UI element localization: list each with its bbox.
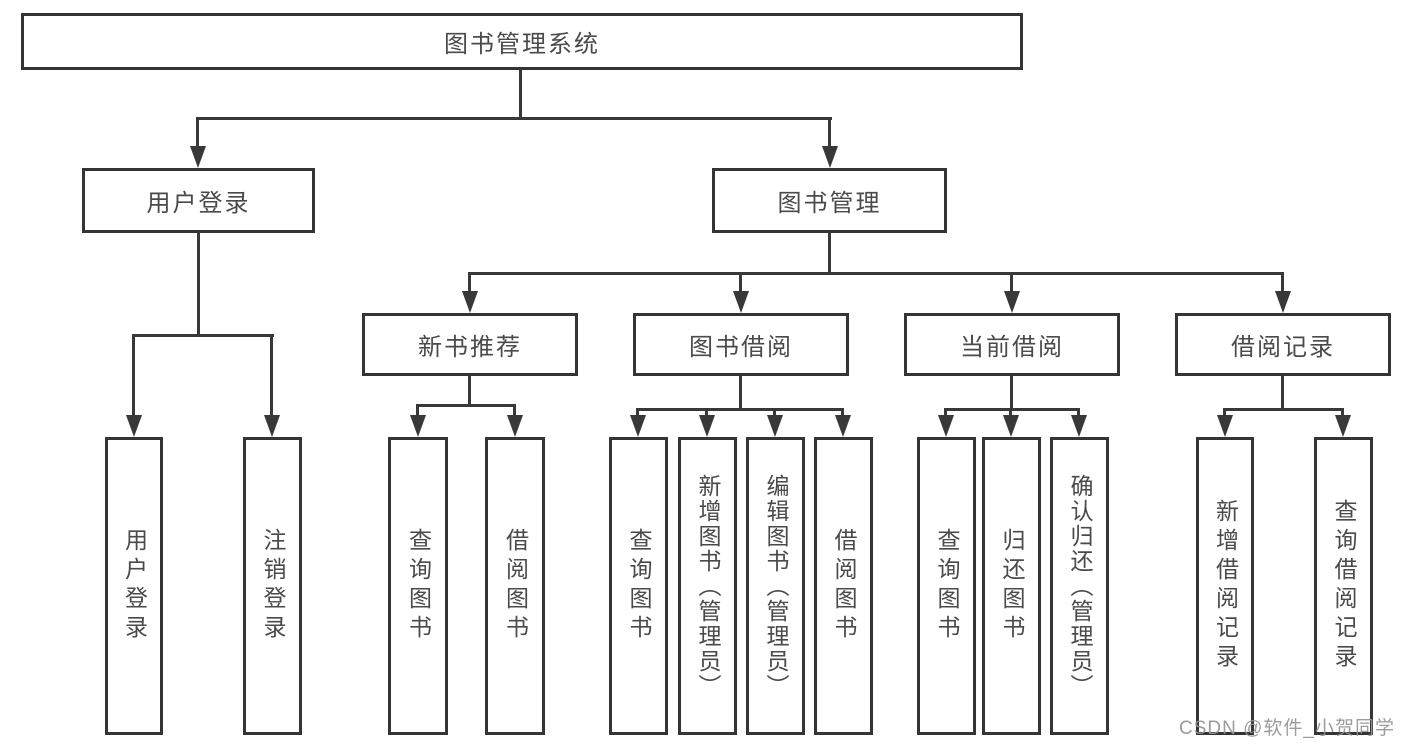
arrow-down-icon [699,415,715,437]
node-new-book-recommendation: 新书推荐 [362,313,578,376]
node-book-borrowing: 图书借阅 [633,313,849,376]
connector-line [636,408,639,418]
connector-line [1077,408,1080,418]
arrow-down-icon [822,146,838,168]
connector-line [468,375,471,407]
connector-line [944,408,947,418]
connector-line [705,408,708,418]
node-current-borrowing: 当前借阅 [904,313,1120,376]
node-label: 借阅图书 [831,528,857,644]
node-label: 用户登录 [121,528,148,644]
arrow-down-icon [733,291,749,313]
arrow-down-icon [1003,415,1019,437]
node-label: 注销登录 [260,528,286,644]
node-label: 编辑图书（管理员） [763,473,789,699]
connector-line [636,408,844,411]
connector-line [513,404,516,418]
connector-line [519,68,522,119]
leaf-query-borrow-record: 查询借阅记录 [1314,437,1373,735]
connector-line [132,334,274,337]
node-label: 用户登录 [146,190,251,217]
leaf-query-books-borrowing: 查询图书 [609,437,668,735]
connector-line [416,404,419,418]
node-label: 当前借阅 [960,334,1064,361]
connector-line [773,408,776,418]
arrow-down-icon [630,415,646,437]
node-label: 新增图书（管理员） [695,473,721,699]
node-label: 借阅图书 [502,528,529,644]
leaf-add-borrow-record: 新增借阅记录 [1196,437,1254,735]
connector-line [468,272,1284,275]
node-label: 查询图书 [934,528,960,644]
node-label: 新书推荐 [418,334,522,361]
node-label: 新增借阅记录 [1212,499,1239,673]
leaf-borrow-books-borrowing: 借阅图书 [814,437,873,735]
node-label: 图书管理 [777,190,882,217]
connector-line [1341,408,1344,418]
leaf-user-login: 用户登录 [105,437,163,735]
connector-line [828,117,831,149]
arrow-down-icon [1335,415,1351,437]
watermark-text: CSDN @软件_小贺同学 [1179,718,1395,739]
connector-line [197,232,200,337]
arrow-down-icon [767,415,783,437]
node-label: 确认归还（管理员） [1067,473,1093,699]
arrow-down-icon [1071,415,1087,437]
connector-line [1009,408,1012,418]
leaf-return-books: 归还图书 [982,437,1041,735]
arrow-down-icon [507,415,523,437]
connector-line [1281,375,1284,411]
connector-line [944,408,1080,411]
arrow-down-icon [462,291,478,313]
node-user-login: 用户登录 [82,168,315,233]
leaf-add-books-admin: 新增图书（管理员） [678,437,737,735]
node-label: 查询图书 [626,528,652,644]
connector-line [828,232,831,275]
node-label: 查询图书 [405,528,432,644]
node-label: 借阅记录 [1231,334,1335,361]
connector-line [1223,408,1226,418]
arrow-down-icon [410,415,426,437]
leaf-borrow-books-recommend: 借阅图书 [485,437,545,735]
arrow-down-icon [835,415,851,437]
connector-line [196,117,199,149]
connector-line [468,272,471,294]
connector-line [196,117,832,120]
connector-line [1010,272,1013,294]
connector-line [1223,408,1344,411]
leaf-logout: 注销登录 [243,437,302,735]
node-label: 查询借阅记录 [1331,499,1357,673]
node-label: 图书管理系统 [444,31,600,58]
connector-line [841,408,844,418]
arrow-down-icon [1275,291,1291,313]
connector-line [132,334,135,418]
connector-line [1281,272,1284,294]
leaf-query-books-current: 查询图书 [917,437,976,735]
leaf-query-books-recommend: 查询图书 [388,437,448,735]
node-label: 归还图书 [999,528,1025,644]
connector-line [739,375,742,411]
node-borrowing-records: 借阅记录 [1175,313,1391,376]
connector-line [416,404,516,407]
leaf-edit-books-admin: 编辑图书（管理员） [746,437,805,735]
arrow-down-icon [190,146,206,168]
connector-line [739,272,742,294]
connector-line [270,334,273,418]
arrow-down-icon [126,415,142,437]
node-library-system: 图书管理系统 [21,13,1023,70]
arrow-down-icon [1004,291,1020,313]
arrow-down-icon [264,415,280,437]
arrow-down-icon [1217,415,1233,437]
leaf-confirm-return-admin: 确认归还（管理员） [1050,437,1109,735]
node-label: 图书借阅 [689,334,793,361]
arrow-down-icon [938,415,954,437]
node-book-management: 图书管理 [712,168,947,233]
connector-line [1010,375,1013,411]
